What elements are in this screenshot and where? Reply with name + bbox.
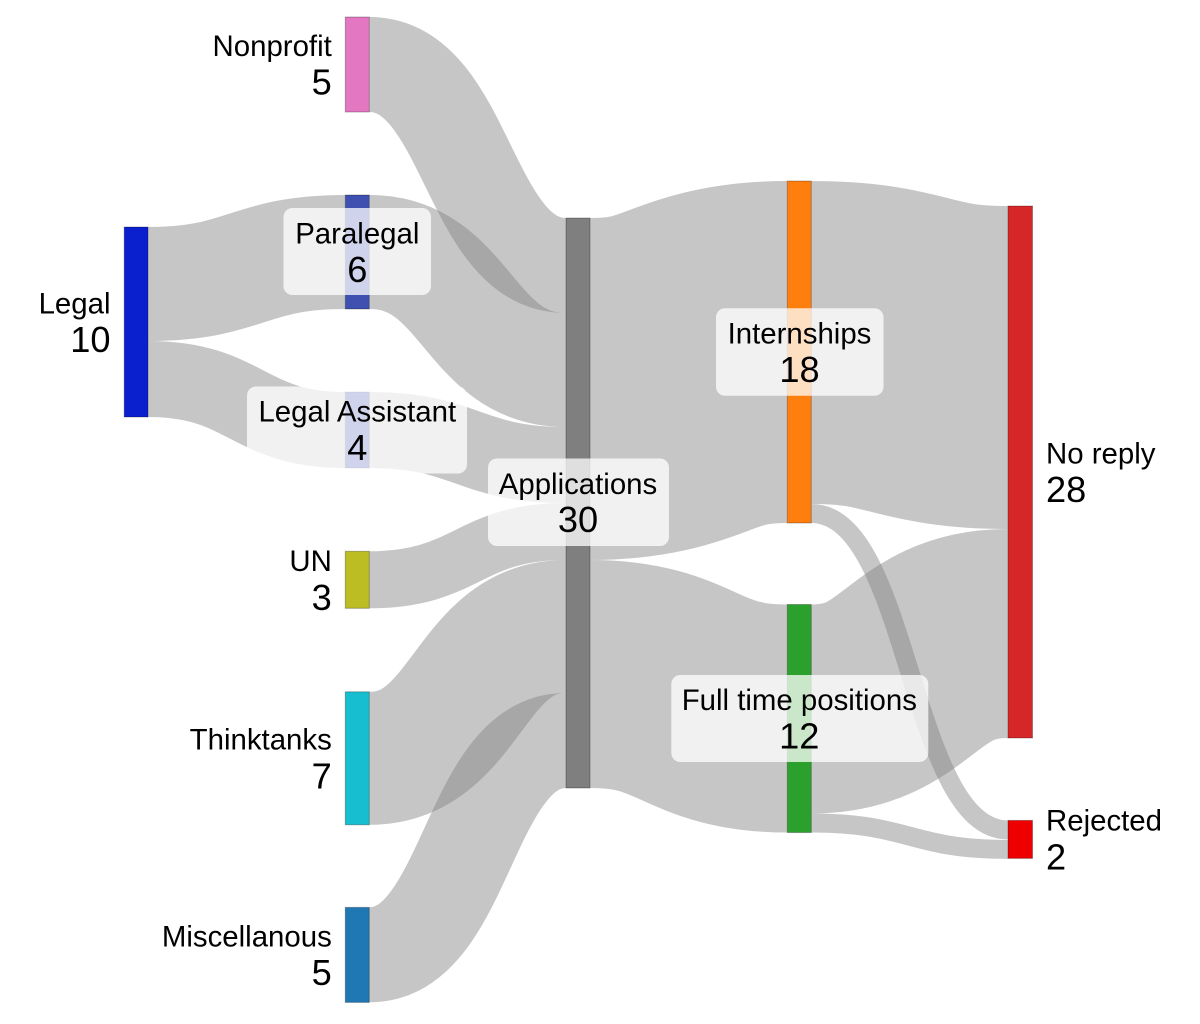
svg-text:4: 4: [347, 427, 367, 468]
svg-text:Nonprofit: Nonprofit: [213, 30, 332, 63]
svg-text:6: 6: [347, 249, 367, 290]
svg-text:Applications: Applications: [499, 468, 657, 501]
svg-text:Internships: Internships: [728, 317, 872, 350]
svg-text:10: 10: [70, 319, 110, 360]
svg-text:5: 5: [312, 62, 332, 103]
svg-text:12: 12: [779, 716, 819, 757]
svg-text:Full time positions: Full time positions: [682, 684, 917, 717]
svg-text:Miscellanous: Miscellanous: [162, 920, 332, 953]
svg-text:28: 28: [1046, 469, 1086, 510]
svg-text:No reply: No reply: [1046, 437, 1156, 470]
svg-text:18: 18: [779, 349, 819, 390]
svg-text:Rejected: Rejected: [1046, 805, 1162, 838]
svg-text:UN: UN: [289, 545, 331, 578]
svg-text:2: 2: [1046, 837, 1066, 878]
svg-text:Paralegal: Paralegal: [295, 217, 419, 250]
svg-text:30: 30: [558, 499, 598, 540]
svg-text:5: 5: [312, 952, 332, 993]
svg-text:7: 7: [312, 756, 332, 797]
svg-text:Legal: Legal: [39, 287, 111, 320]
svg-text:Legal Assistant: Legal Assistant: [258, 395, 456, 428]
svg-text:Thinktanks: Thinktanks: [190, 724, 332, 757]
svg-text:3: 3: [312, 577, 332, 618]
